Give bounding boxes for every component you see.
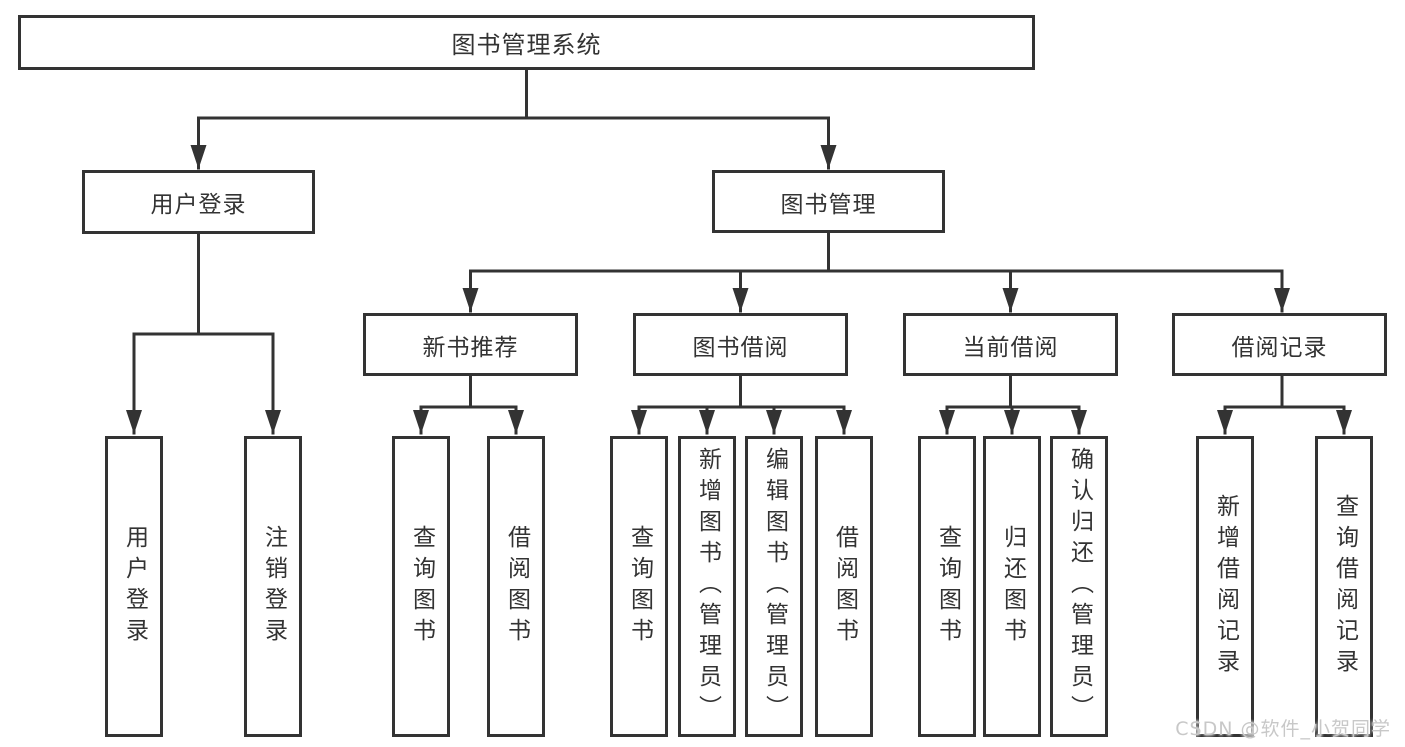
node-library-management-system: 图书管理系统 — [18, 15, 1035, 70]
node-leaf-add-borrow-record: 新增借阅记录 — [1196, 436, 1254, 737]
node-user-login: 用户登录 — [82, 170, 315, 234]
node-book-management: 图书管理 — [712, 170, 945, 233]
node-leaf-query-books-borrowing: 查询图书 — [610, 436, 668, 737]
node-leaf-user-login: 用户登录 — [105, 436, 163, 737]
node-leaf-add-books-admin: 新增图书（管理员） — [678, 436, 736, 737]
node-leaf-borrow-books-recommend: 借阅图书 — [487, 436, 545, 737]
csdn-watermark: CSDN @软件_小贺同学 — [1175, 718, 1391, 740]
node-leaf-return-books: 归还图书 — [983, 436, 1041, 737]
node-new-book-recommend: 新书推荐 — [363, 313, 578, 376]
node-leaf-query-borrow-record: 查询借阅记录 — [1315, 436, 1373, 737]
node-book-borrowing: 图书借阅 — [633, 313, 848, 376]
node-leaf-borrow-books: 借阅图书 — [815, 436, 873, 737]
node-current-borrowing: 当前借阅 — [903, 313, 1118, 376]
node-leaf-edit-books-admin: 编辑图书（管理员） — [745, 436, 803, 737]
node-leaf-query-books-current: 查询图书 — [918, 436, 976, 737]
node-leaf-logout: 注销登录 — [244, 436, 302, 737]
node-leaf-query-books-recommend: 查询图书 — [392, 436, 450, 737]
node-borrowing-records: 借阅记录 — [1172, 313, 1387, 376]
node-leaf-confirm-return-admin: 确认归还（管理员） — [1050, 436, 1108, 737]
